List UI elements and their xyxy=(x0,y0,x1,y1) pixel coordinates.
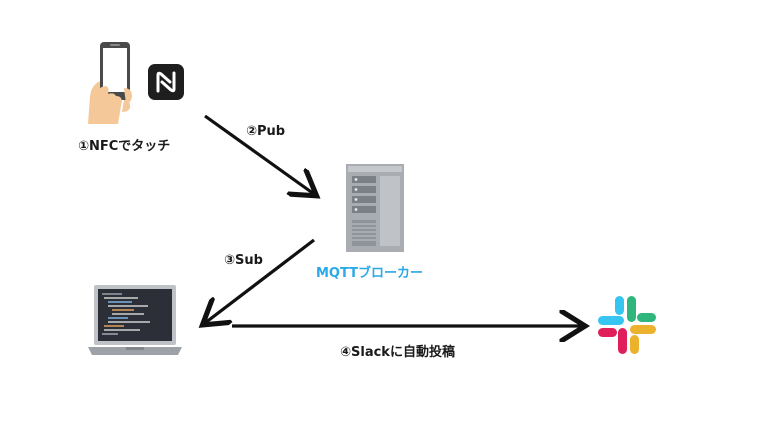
nfc-icon xyxy=(148,64,184,100)
label-pub: ②Pub xyxy=(246,124,286,139)
sub-arrow xyxy=(205,238,315,323)
label-nfc-touch: ①NFCでタッチ xyxy=(78,139,171,154)
laptop-icon xyxy=(88,285,182,355)
label-slack-post: ④Slackに自動投稿 xyxy=(340,345,455,360)
pub-arrow xyxy=(204,114,314,194)
slack-logo-icon xyxy=(598,296,656,354)
hand-smartphone-icon xyxy=(88,42,132,124)
server-tower-icon xyxy=(346,164,404,252)
label-mqtt-broker: MQTTブローカー xyxy=(316,266,424,281)
label-sub: ③Sub xyxy=(224,253,263,268)
